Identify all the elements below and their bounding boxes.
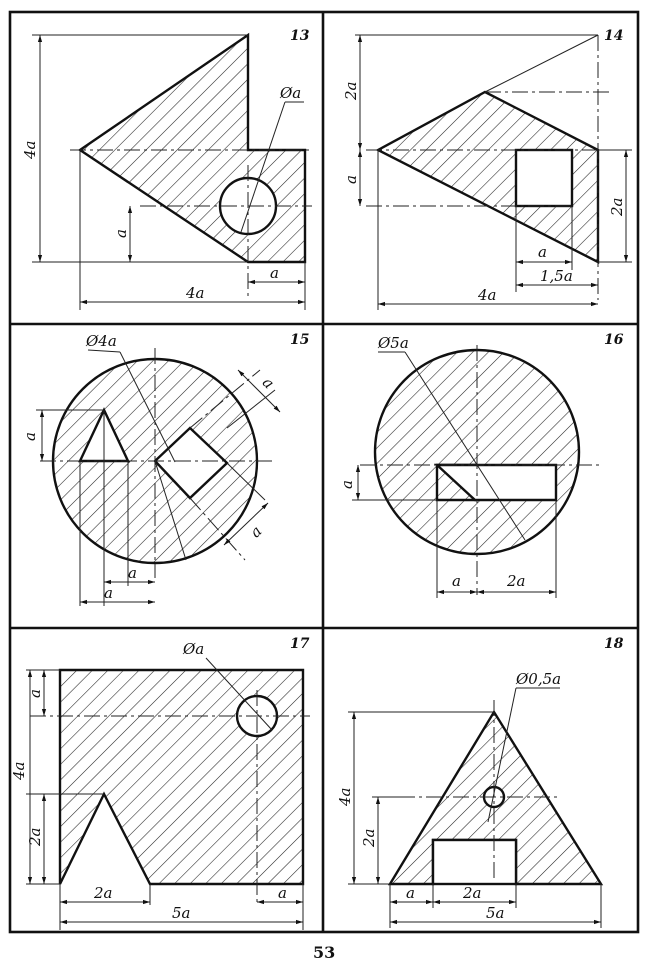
dim-right: a: [278, 884, 287, 902]
dim-mid: a: [342, 175, 360, 184]
figure-17: 17 Øa a 4a 2a 2a 5a a: [10, 636, 310, 930]
panel-16-number: 16: [604, 332, 624, 348]
panel-15-number: 15: [290, 332, 309, 348]
dim-inner: a: [538, 243, 547, 261]
dim-height: 4a: [336, 788, 354, 808]
dim-slot-top: a: [259, 373, 278, 392]
dim-height: 4a: [21, 141, 39, 161]
figure-16: 16 Ø5a a a 2a: [338, 332, 624, 598]
dim-top: a: [26, 689, 44, 698]
dim-top: 2a: [342, 82, 360, 102]
figure-15: 15 Ø4a a a a a a: [21, 332, 309, 606]
dim-height: 4a: [10, 762, 28, 782]
dim-width: 5a: [172, 904, 191, 922]
dim-b2: 2a: [462, 884, 482, 902]
dim-tri: 2a: [26, 828, 44, 848]
dim-hole: Ø0,5a: [515, 670, 561, 688]
dim-hole: Øa: [279, 84, 301, 102]
panel-14-number: 14: [604, 28, 623, 44]
panel-13-number: 13: [290, 28, 310, 44]
dim-diameter: Ø4a: [85, 332, 117, 350]
rect-cutout: [431, 838, 518, 886]
dim-bottom: a: [270, 264, 279, 282]
dim-b1: a: [406, 884, 415, 902]
dim-width: 4a: [185, 284, 205, 302]
dim-bottom1: a: [128, 564, 137, 582]
dim-diameter: Ø5a: [377, 334, 409, 352]
page-number: 53: [313, 943, 335, 962]
dim-b1: a: [452, 572, 461, 590]
dim-width: 5a: [486, 904, 505, 922]
panel-grid: [8, 10, 640, 934]
dim-left: a: [338, 480, 356, 489]
square-cutout: [514, 148, 574, 208]
figure-14: 14 2a a 2a a 1,5a 4a: [342, 28, 632, 310]
dim-step: 1,5a: [540, 267, 573, 285]
dim-right: 2a: [608, 198, 626, 218]
dim-offset: a: [112, 229, 130, 238]
dim-hole: Øa: [182, 640, 204, 658]
dim-mid: 2a: [360, 829, 378, 849]
dim-bottom2: a: [104, 584, 113, 602]
dim-b2: 2a: [506, 572, 526, 590]
panel-17-number: 17: [290, 636, 310, 652]
dim-slot-bottom: a: [246, 522, 265, 541]
figure-18: 18 Ø0,5a 4a 2a a 2a 5a: [336, 636, 624, 928]
dim-base: 2a: [93, 884, 113, 902]
dim-width: 4a: [477, 286, 497, 304]
dim-left: a: [21, 432, 39, 441]
figure-13: 13 4a a 4a a Øa: [21, 28, 312, 310]
panel-18-number: 18: [604, 636, 624, 652]
